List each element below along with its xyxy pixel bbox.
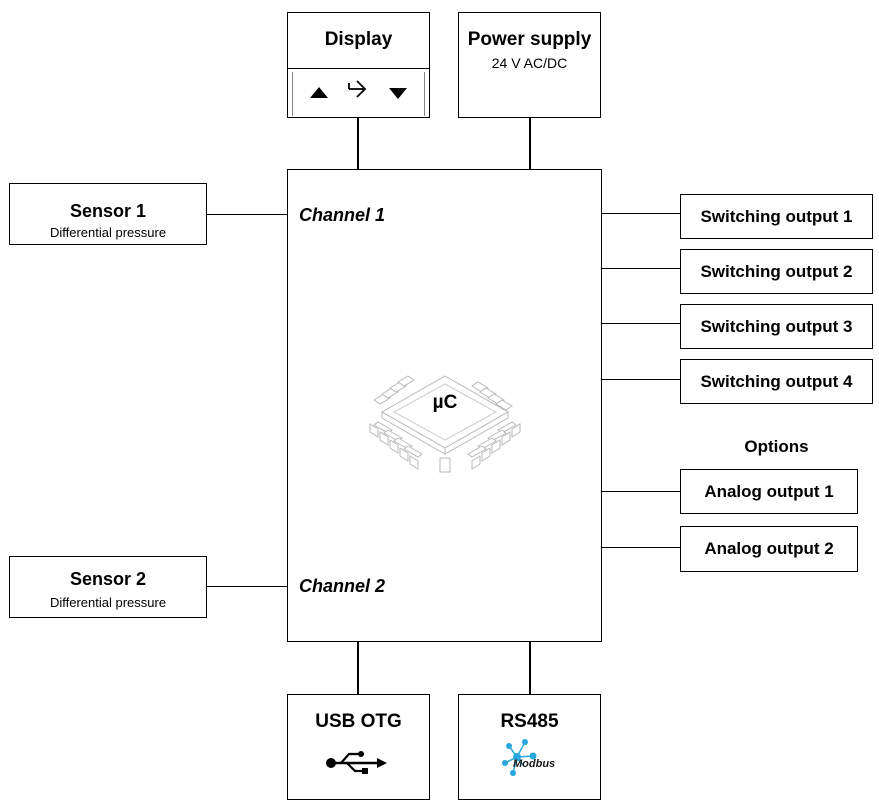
- power-connector: [529, 117, 531, 170]
- usb-icon: [326, 751, 387, 774]
- switching-output-2: Switching output 2: [680, 249, 873, 294]
- display-keypad-inner-right: [424, 72, 425, 116]
- analog-output-2: Analog output 2: [680, 526, 858, 572]
- switching-output-1-label: Switching output 1: [700, 206, 853, 226]
- switching-output-4: Switching output 4: [680, 359, 873, 404]
- analog-output-1: Analog output 1: [680, 469, 858, 514]
- analog-output-2-connector: [601, 547, 681, 548]
- channel-2-label: Channel 2: [299, 576, 386, 596]
- sensor-1-subtitle: Differential pressure: [49, 225, 167, 240]
- controller-box: Channel 1 Channel 2: [287, 169, 602, 642]
- display-keypad-inner-left: [292, 72, 293, 116]
- power-supply-box: Power supply 24 V AC/DC: [458, 12, 601, 118]
- switching-output-3: Switching output 3: [680, 304, 873, 349]
- switching-output-1: Switching output 1: [680, 194, 873, 239]
- modbus-logo-icon: [502, 739, 537, 776]
- rs485-title: RS485: [500, 711, 559, 732]
- arrow-up-icon[interactable]: [310, 86, 328, 100]
- sensor-1-box: Sensor 1 Differential pressure: [9, 183, 207, 245]
- sensor-2-connector: [206, 586, 288, 587]
- rs485-box: RS485 Modbus: [458, 694, 601, 800]
- switching-output-3-label: Switching output 3: [700, 316, 853, 336]
- display-divider: [288, 68, 429, 69]
- display-box: Display: [287, 12, 430, 118]
- sensor-1-title: Sensor 1: [69, 201, 147, 221]
- usb-connector: [357, 641, 359, 695]
- sensor-2-title: Sensor 2: [69, 569, 147, 589]
- power-supply-voltage: 24 V AC/DC: [491, 55, 568, 71]
- analog-output-1-connector: [601, 491, 681, 492]
- switching-output-4-connector: [601, 379, 681, 380]
- power-supply-title: Power supply: [467, 29, 592, 50]
- usb-otg-box: USB OTG: [287, 694, 430, 800]
- display-connector: [357, 117, 359, 170]
- display-title: Display: [324, 29, 393, 50]
- switching-output-3-connector: [601, 323, 681, 324]
- sensor-2-box: Sensor 2 Differential pressure: [9, 556, 207, 618]
- microcontroller-chip-icon: [369, 375, 521, 473]
- rs485-connector: [529, 641, 531, 695]
- switching-output-2-label: Switching output 2: [700, 261, 853, 281]
- arrow-down-icon[interactable]: [389, 87, 407, 101]
- sensor-1-connector: [206, 214, 288, 215]
- switching-output-4-label: Switching output 4: [700, 371, 853, 391]
- enter-icon[interactable]: [348, 80, 368, 100]
- modbus-logo-text: Modbus: [513, 758, 556, 770]
- channel-1-label: Channel 1: [299, 205, 386, 225]
- switching-output-1-connector: [601, 213, 681, 214]
- usb-otg-title: USB OTG: [315, 711, 402, 732]
- switching-output-2-connector: [601, 268, 681, 269]
- analog-output-1-label: Analog output 1: [704, 481, 834, 501]
- options-heading: Options: [744, 437, 809, 456]
- analog-output-2-label: Analog output 2: [704, 539, 834, 558]
- controller-label: µC: [432, 392, 458, 413]
- sensor-2-subtitle: Differential pressure: [49, 595, 167, 610]
